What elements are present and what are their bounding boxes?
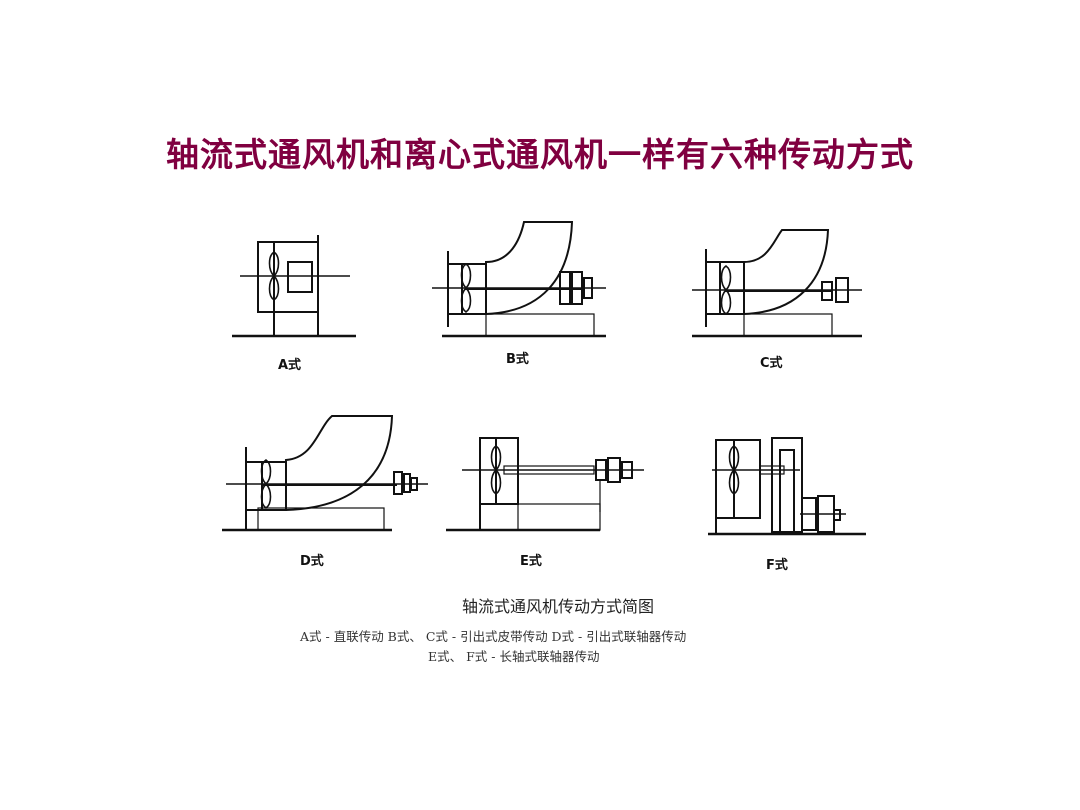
figure-d-label: D式: [300, 554, 324, 569]
caption-line-1: A式 - 直联传动 B式、 C式 - 引出式皮带传动 D式 - 引出式联轴器传动: [300, 629, 687, 644]
figure-e-label: E式: [520, 554, 542, 569]
figure-c-label: C式: [760, 356, 783, 371]
figure-b-label: B式: [506, 352, 529, 367]
figure-d-drawing: [222, 415, 428, 532]
figure-a-label: A式: [278, 358, 302, 373]
figure-f-drawing: [708, 437, 866, 536]
figure-a-drawing: [232, 235, 356, 338]
caption-title: 轴流式通风机传动方式简图: [462, 597, 655, 616]
figure-b-drawing: [432, 221, 606, 338]
figure-f-label: F式: [766, 558, 788, 573]
caption-line-2: E式、 F式 - 长轴式联轴器传动: [428, 649, 600, 664]
slide-title: 轴流式通风机和离心式通风机一样有六种传动方式: [166, 135, 914, 174]
figure-c-drawing: [692, 229, 862, 338]
figure-e-drawing: [446, 437, 644, 532]
